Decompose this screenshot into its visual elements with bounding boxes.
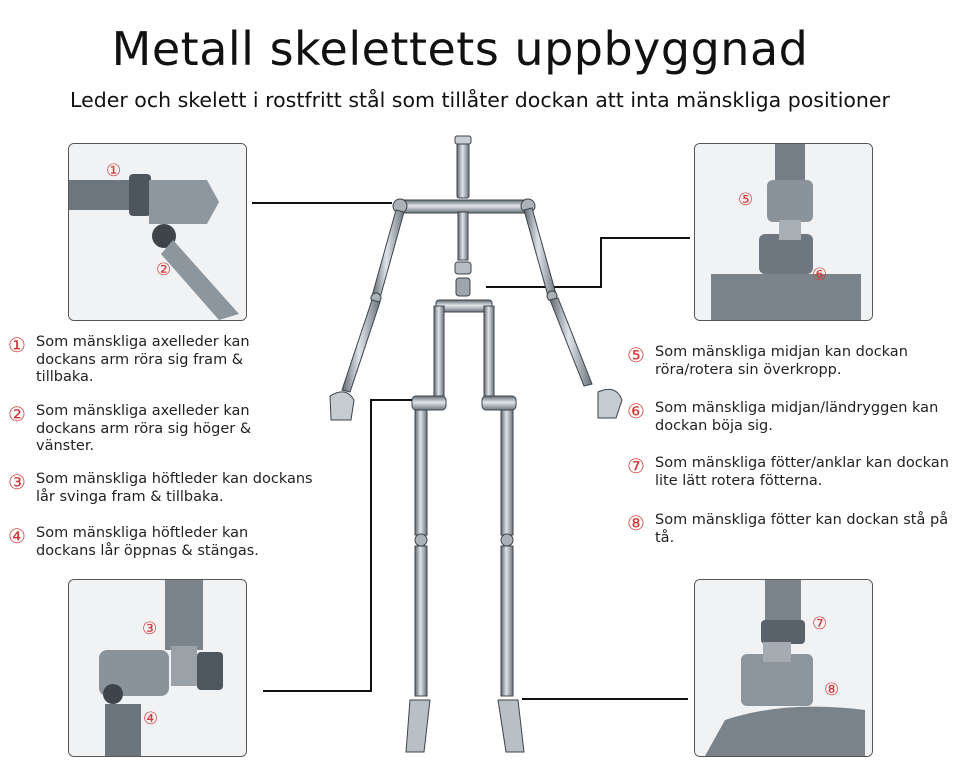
connector-hip [263, 399, 413, 692]
photo-badge-5: ⑤ [738, 190, 754, 210]
note-8: ⑧ Som mänskliga fötter kan dockan stå på… [627, 512, 955, 547]
note-2: ② Som mänskliga axelleder kan dockans ar… [8, 403, 288, 456]
photo-badge-6: ⑥ [812, 265, 828, 285]
note-text: Som mänskliga fötter kan dockan stå på t… [655, 512, 949, 546]
note-text: Som mänskliga axelleder kan dockans arm … [36, 403, 252, 454]
note-5: ⑤ Som mänskliga midjan kan dockan röra/r… [627, 344, 955, 379]
note-6: ⑥ Som mänskliga midjan/ländryggen kan do… [627, 400, 955, 435]
note-number: ④ [8, 524, 26, 548]
photo-badge-7: ⑦ [812, 614, 828, 634]
connector-waist [486, 237, 690, 288]
note-text: Som mänskliga fötter/anklar kan dockan l… [655, 455, 949, 489]
note-4: ④ Som mänskliga höftleder kan dockans lå… [8, 525, 296, 560]
photo-ankle-joint: ⑦ ⑧ [694, 579, 873, 757]
photo-badge-8: ⑧ [824, 680, 840, 700]
note-3: ③ Som mänskliga höftleder kan dockans lå… [8, 471, 336, 506]
note-number: ③ [8, 470, 26, 494]
connector-lines [252, 202, 690, 700]
note-text: Som mänskliga midjan kan dockan röra/rot… [655, 344, 908, 378]
note-text: Som mänskliga höftleder kan dockans lår … [36, 471, 313, 505]
photo-badge-1: ① [106, 161, 122, 181]
photo-shoulder-joint: ① ② [68, 143, 247, 321]
page-subtitle: Leder och skelett i rostfritt stål som t… [70, 88, 890, 112]
skeleton-figure [329, 135, 623, 753]
note-1: ① Som mänskliga axelleder kan dockans ar… [8, 334, 288, 387]
note-number: ⑦ [627, 454, 645, 478]
note-number: ⑥ [627, 399, 645, 423]
page-title: Metall skelettets uppbyggnad [111, 22, 809, 76]
note-number: ⑧ [627, 511, 645, 535]
note-number: ② [8, 402, 26, 426]
note-number: ① [8, 333, 26, 357]
note-text: Som mänskliga midjan/ländryggen kan dock… [655, 400, 939, 434]
note-text: Som mänskliga höftleder kan dockans lår … [36, 525, 259, 559]
note-7: ⑦ Som mänskliga fötter/anklar kan dockan… [627, 455, 955, 490]
photo-hip-joint: ③ ④ [68, 579, 247, 757]
photo-badge-3: ③ [142, 619, 158, 639]
photo-waist-joint: ⑤ ⑥ [694, 143, 873, 321]
note-number: ⑤ [627, 343, 645, 367]
photo-badge-2: ② [156, 260, 172, 280]
note-text: Som mänskliga axelleder kan dockans arm … [36, 334, 250, 385]
photo-badge-4: ④ [143, 709, 159, 729]
